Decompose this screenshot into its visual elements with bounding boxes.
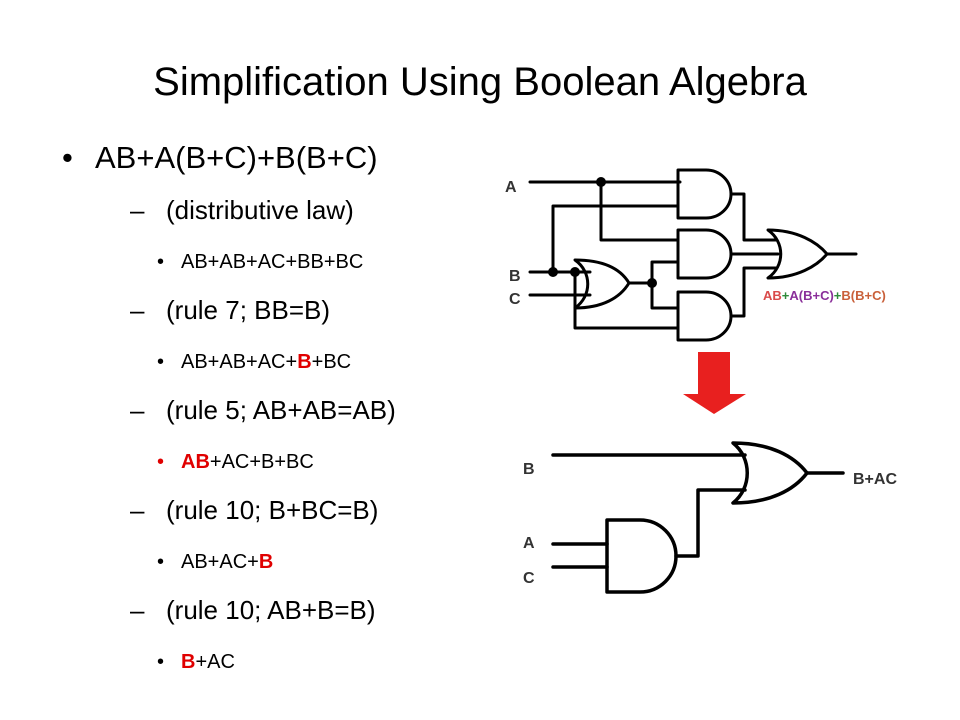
expression-segment: AB+AB+AC+ [181,351,298,373]
rule-text: (distributive law) [166,195,354,225]
junction-or-out [647,278,657,288]
bottom-output-label: B+AC [853,471,897,488]
main-expression-text: AB+A(B+C)+B(B+C) [95,140,378,175]
top-input-label-a: A [505,179,517,196]
arrow-head [683,394,746,414]
output-expression-segment: A(B+C) [789,288,833,303]
dot-marker: • [157,551,165,573]
rule-text: (rule 7; BB=B) [166,295,331,325]
rule-text: (rule 10; AB+B=B) [166,595,376,625]
result-expression: AB+AB+AC+B+BC [181,350,351,374]
bottom-input-label-b: B [523,461,535,478]
dot-marker: • [157,351,165,373]
slide-title: Simplification Using Boolean Algebra [153,60,807,104]
expression-segment: B [181,651,196,673]
expression-segment: +AC [195,651,235,673]
bottom-input-label-c: C [523,570,535,587]
bullet-marker: • [62,140,73,175]
wire-and3-to-or [729,266,778,318]
output-expression-segment: B(B+C) [841,288,885,303]
top-input-label-b: B [509,268,521,285]
and-gate-3 [676,290,733,342]
wire-or-to-and3 [650,281,680,310]
junction-b [548,267,558,277]
and-gate-a-c [605,518,678,594]
expression-segment: AB+AB+AC+BB+BC [181,251,364,273]
wire-a-to-and2 [599,180,680,242]
output-expression-segment: AB [763,288,782,303]
and-gate-1 [676,168,733,220]
expression-segment: B [258,551,274,573]
expression-segment: +AC+B+BC [209,451,314,473]
top-input-label-c: C [509,291,521,308]
top-circuit-junctions [548,177,657,288]
down-arrow [683,352,746,414]
rule-text: (rule 5; AB+AB=AB) [166,395,396,425]
rule-text: (rule 10; B+BC=B) [166,495,379,525]
or-gate-bottom [731,441,809,505]
expression-segment: AB [181,451,210,473]
and-gate-2 [676,228,733,280]
top-output-expression: AB+A(B+C)+B(B+C) [763,288,886,303]
result-expression: AB+AC+B+BC [181,450,314,474]
dash-marker: – [130,195,145,225]
junction-a [596,177,606,187]
bottom-input-label-a: A [523,535,535,552]
dot-marker: • [157,451,165,473]
wire-or-to-and2 [627,260,680,285]
arrow-shaft [698,352,730,396]
junction-b2 [570,267,580,277]
output-expression-segment: + [782,288,790,303]
dash-marker: – [130,495,145,525]
or-gate-final [766,228,829,280]
result-expression: B+AC [181,650,235,674]
wire-and-to-or [674,488,747,558]
bottom-circuit [551,441,845,594]
dash-marker: – [130,295,145,325]
wire-and1-to-or [729,192,778,242]
bullet-list: • AB+A(B+C)+B(B+C) –(distributive law)•A… [62,0,492,720]
dot-marker: • [157,651,165,673]
result-expression: AB+AB+AC+BB+BC [181,250,363,274]
wire-b-to-and1 [551,204,680,274]
dash-marker: – [130,395,145,425]
dot-marker: • [157,251,165,273]
dash-marker: – [130,595,145,625]
result-expression: AB+AC+B [181,550,273,574]
or-gate-b-c [573,258,631,310]
expression-segment: B [297,351,312,373]
wire-b-to-and3 [573,270,680,330]
output-expression-segment: + [834,288,842,303]
expression-segment: AB+AC+ [181,551,259,573]
top-circuit [528,168,858,342]
expression-segment: +BC [311,351,352,373]
